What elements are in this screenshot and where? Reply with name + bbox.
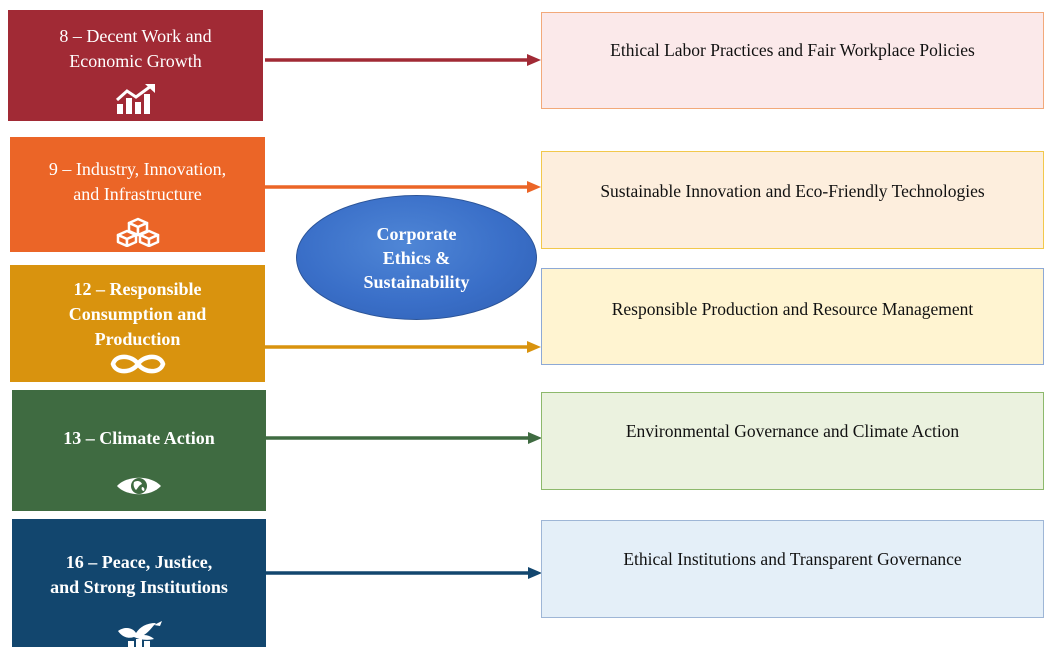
goal-16-title-line2: and Strong Institutions	[50, 577, 228, 597]
goal-box-16: 16 – Peace, Justice, and Strong Institut…	[12, 519, 266, 647]
center-ellipse: Corporate Ethics & Sustainability	[296, 195, 537, 320]
goal-12-title-line2: Consumption and	[68, 304, 207, 324]
infinity-icon	[110, 354, 165, 374]
goal-13-title-line1: 13 – Climate Action	[63, 428, 215, 448]
goal-9-title-line2: and Infrastructure	[73, 184, 202, 204]
goal-16-title-line1: 16 – Peace, Justice,	[65, 552, 213, 572]
outcome-box-institutions: Ethical Institutions and Transparent Gov…	[541, 520, 1044, 618]
center-label-line2: Ethics &	[382, 247, 451, 268]
goal-box-9: 9 – Industry, Innovation, and Infrastruc…	[10, 137, 265, 252]
outcome-label-institutions: Ethical Institutions and Transparent Gov…	[623, 549, 962, 569]
arrowhead-goal-8	[527, 54, 541, 66]
center-label-line1: Corporate	[376, 223, 457, 244]
center-label-line3: Sustainability	[363, 271, 470, 292]
growth-chart-icon	[115, 84, 155, 114]
goal-box-8: 8 – Decent Work and Economic Growth	[8, 10, 263, 121]
goal-9-title-line1: 9 – Industry, Innovation,	[48, 159, 227, 179]
arrowhead-goal-9	[527, 181, 541, 193]
arrowhead-goal-13	[528, 432, 542, 444]
outcome-label-production: Responsible Production and Resource Mana…	[611, 299, 974, 319]
dove-icon	[118, 621, 162, 647]
goal-box-13: 13 – Climate Action	[12, 390, 266, 511]
outcome-label-climate: Environmental Governance and Climate Act…	[625, 421, 960, 441]
outcome-label-labor: Ethical Labor Practices and Fair Workpla…	[610, 40, 975, 60]
outcome-label-innovation: Sustainable Innovation and Eco-Friendly …	[600, 181, 985, 201]
cubes-icon	[116, 217, 159, 247]
goal-8-title-line1: 8 – Decent Work and	[59, 26, 212, 46]
goal-8-title-line2: Economic Growth	[69, 51, 202, 71]
outcome-box-labor: Ethical Labor Practices and Fair Workpla…	[541, 12, 1044, 109]
arrowhead-goal-16	[528, 567, 542, 579]
outcome-box-innovation: Sustainable Innovation and Eco-Friendly …	[541, 151, 1044, 249]
arrowhead-goal-12	[527, 341, 541, 353]
goal-box-12: 12 – Responsible Consumption and Product…	[10, 265, 265, 382]
outcome-box-climate: Environmental Governance and Climate Act…	[541, 392, 1044, 490]
outcome-box-production: Responsible Production and Resource Mana…	[541, 268, 1044, 365]
eye-globe-icon	[117, 477, 161, 495]
goal-12-title-line1: 12 – Responsible	[73, 279, 202, 299]
goal-12-title-line3: Production	[94, 329, 181, 349]
